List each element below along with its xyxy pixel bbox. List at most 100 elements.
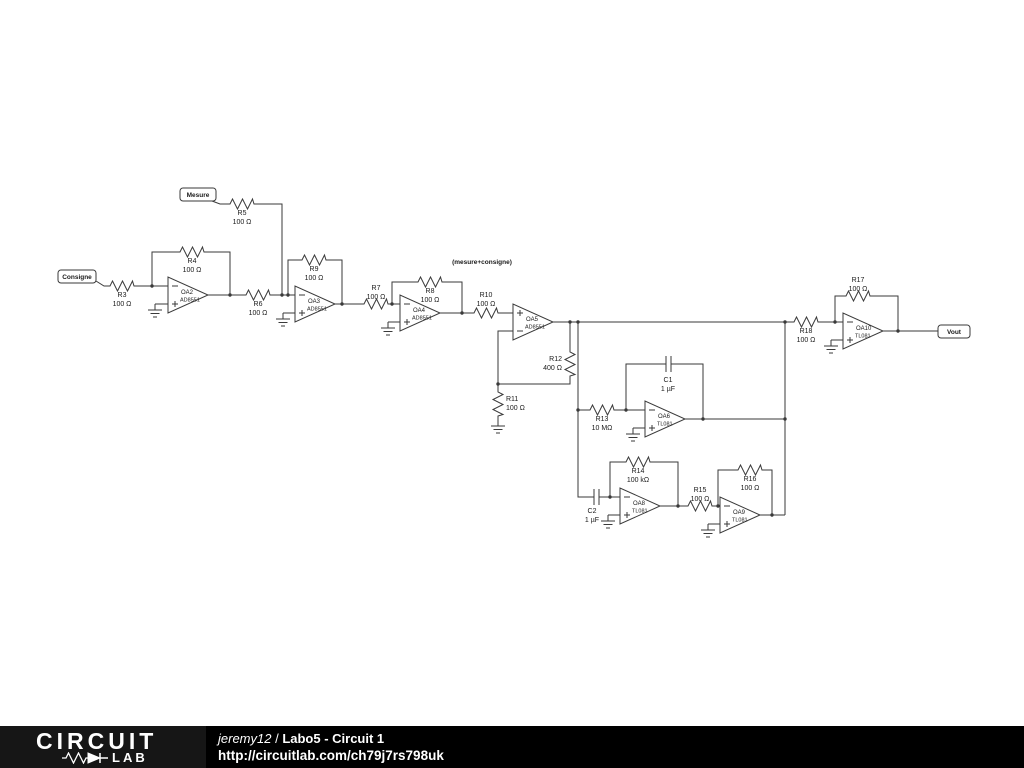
OA9-ref: OA9	[733, 510, 746, 516]
resistor-R17: R17 100 Ω	[841, 277, 875, 302]
R11-ref: R11	[506, 396, 518, 403]
OA3-ref: OA3	[308, 299, 321, 305]
opamp-OA3: OA3 AD8551	[294, 285, 337, 323]
vout-label: Vout	[947, 329, 962, 336]
resistor-R13: R13 10 MΩ	[585, 404, 619, 432]
resistor-R3: R3 100 Ω	[105, 280, 139, 308]
OA2-part: AD8551	[180, 298, 200, 304]
resistor-R14: R14 100 kΩ	[621, 456, 655, 484]
R3-ref: R3	[118, 292, 127, 299]
net-flag-mesure: Mesure	[179, 187, 217, 202]
circuit-title-line: jeremy12 / Labo5 - Circuit 1	[218, 730, 444, 747]
OA6-part: TL081	[657, 422, 673, 428]
opamp-OA2: OA2 AD8551	[167, 276, 210, 314]
R7-ref: R7	[372, 285, 381, 292]
R15-value: 100 Ω	[691, 496, 710, 503]
R8-value: 100 Ω	[421, 297, 440, 304]
R5-value: 100 Ω	[233, 219, 252, 226]
junction-dots	[150, 284, 900, 517]
circuit-title: Labo5 - Circuit 1	[282, 731, 385, 746]
ground-icon	[275, 312, 291, 327]
R6-value: 100 Ω	[249, 310, 268, 317]
footer: CIRCUIT LAB jeremy12 / Labo5 - Circuit 1…	[0, 726, 1024, 768]
resistor-R12: R12 400 Ω	[543, 347, 576, 381]
R17-ref: R17	[852, 277, 865, 284]
ground-icon	[625, 427, 641, 442]
opamp-OA6: OA6 TL081	[644, 400, 687, 438]
C1-ref: C1	[664, 377, 673, 384]
R9-ref: R9	[310, 266, 319, 273]
OA2-ref: OA2	[181, 290, 194, 296]
R4-value: 100 Ω	[183, 267, 202, 274]
OA9-part: TL081	[732, 518, 748, 524]
C2-ref: C2	[588, 508, 597, 515]
ground-icon	[700, 523, 716, 538]
circuit-url[interactable]: http://circuitlab.com/ch79j7rs798uk	[218, 748, 444, 763]
R18-ref: R18	[800, 328, 813, 335]
R15-ref: R15	[694, 487, 707, 494]
R10-ref: R10	[480, 292, 493, 299]
resistor-R18: R18 100 Ω	[789, 316, 823, 344]
author-name: jeremy12	[218, 731, 272, 746]
R8-ref: R8	[426, 288, 435, 295]
ground-icon	[147, 303, 163, 318]
R14-value: 100 kΩ	[627, 477, 649, 484]
resistor-R6: R6 100 Ω	[241, 289, 275, 317]
capacitor-C2: C2 1 µF	[585, 488, 600, 524]
R14-ref: R14	[632, 468, 645, 475]
OA5-part: AD8551	[525, 325, 545, 331]
R16-value: 100 Ω	[741, 485, 760, 492]
resistor-R16: R16 100 Ω	[733, 464, 767, 492]
R18-value: 100 Ω	[797, 337, 816, 344]
wires	[95, 200, 938, 525]
consigne-label: Consigne	[62, 274, 92, 281]
R12-ref: R12	[549, 356, 562, 363]
opamp-OA10: OA10 TL081	[842, 312, 885, 350]
resistor-R7: R7 100 Ω	[359, 285, 393, 310]
logo-lab-text: LAB	[112, 749, 148, 765]
opamp-OA5: OA5 AD8551	[512, 303, 555, 341]
opamp-OA9: OA9 TL081	[719, 496, 762, 534]
OA4-part: AD8551	[412, 316, 432, 322]
OA8-ref: OA8	[633, 501, 646, 507]
resistor-R4: R4 100 Ω	[175, 246, 209, 274]
logo-circuit-text: CIRCUIT	[36, 727, 158, 754]
R5-ref: R5	[238, 210, 247, 217]
ground-icon	[823, 339, 839, 354]
title-separator: /	[271, 731, 283, 746]
C1-value: 1 µF	[661, 386, 675, 393]
R17-value: 100 Ω	[849, 286, 868, 293]
resistor-R8: R8 100 Ω	[413, 276, 447, 304]
mesure-label: Mesure	[187, 192, 210, 199]
R12-value: 400 Ω	[543, 365, 562, 372]
net-flag-consigne: Consigne	[57, 269, 97, 284]
R9-value: 100 Ω	[305, 275, 324, 282]
OA3-part: AD8551	[307, 307, 327, 313]
circuitlab-logo: CIRCUIT LAB	[0, 726, 206, 768]
ground-symbols	[147, 303, 839, 538]
C2-value: 1 µF	[585, 517, 599, 524]
schematic-canvas: R3 100 Ω R4 100 Ω R5 100 Ω R6 100 Ω R7 1…	[57, 187, 971, 538]
OA6-ref: OA6	[658, 414, 671, 420]
OA4-ref: OA4	[413, 308, 426, 314]
OA8-part: TL081	[632, 509, 648, 515]
net-flag-vout: Vout	[937, 324, 971, 339]
R13-value: 10 MΩ	[592, 425, 613, 432]
opamp-OA8: OA8 TL081	[619, 487, 662, 525]
R3-value: 100 Ω	[113, 301, 132, 308]
ground-icon	[600, 514, 616, 529]
R16-ref: R16	[744, 476, 757, 483]
resistor-R9: R9 100 Ω	[297, 254, 331, 282]
annotation-mesure-consigne: (mesure+consigne)	[452, 259, 512, 266]
ground-icon	[490, 419, 506, 434]
resistor-R15: R15 100 Ω	[683, 487, 717, 512]
opamp-OA4: OA4 AD8551	[399, 294, 442, 332]
resistor-R11: R11 100 Ω	[492, 387, 525, 421]
OA5-ref: OA5	[526, 317, 539, 323]
R7-value: 100 Ω	[367, 294, 386, 301]
ground-icon	[380, 321, 396, 336]
capacitor-C1: C1 1 µF	[661, 355, 675, 393]
R6-ref: R6	[254, 301, 263, 308]
resistor-diode-icon	[62, 751, 108, 764]
R10-value: 100 Ω	[477, 301, 496, 308]
